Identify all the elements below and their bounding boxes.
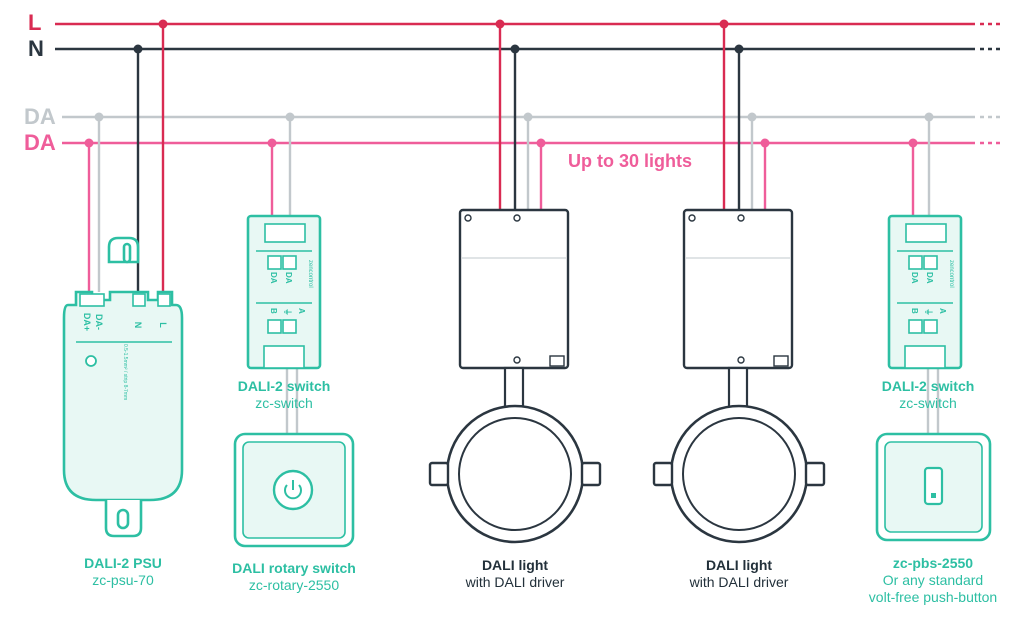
power-icon [284,484,302,500]
psu-terminal-da-minus: DA- [94,314,104,330]
switch2-port-b: B [910,308,919,314]
rotary-switch-device [233,432,355,548]
psu-subtitle: zc-psu-70 [92,572,154,588]
rotary-title: DALI rotary switch [232,560,356,576]
switch1-subtitle: zc-switch [255,395,313,411]
light2-title: DALI light [705,557,773,573]
pushbutton-subtitle: Or any standard [882,572,984,588]
pushbutton-caption: zc-pbs-2550 Or any standard volt-free pu… [869,555,997,606]
psu-terminal-da-plus: DA+ [82,313,92,331]
switch2-brand: zencontrol [948,260,954,288]
bus-lines [55,22,1004,145]
switch1-da-label-1: DA [269,272,278,284]
capacity-note: Up to 30 lights [568,151,693,171]
psu-terminal-n: N [133,322,143,329]
light2-subtitle: with DALI driver [689,574,789,590]
switch1-title: DALI-2 switch [237,378,331,394]
switch-device-2 [887,214,963,370]
rotary-subtitle: zc-rotary-2550 [248,577,340,593]
switch1-port-a: A [297,308,306,314]
bus-label-da-minus: DA [24,104,56,129]
switch1-port-b: B [269,308,278,314]
light1-subtitle: with DALI driver [465,574,565,590]
light1-title: DALI light [481,557,549,573]
push-button-device [875,432,992,542]
pushbutton-title: zc-pbs-2550 [892,555,974,571]
light1-caption: DALI light with DALI driver [466,557,565,591]
rotary-caption: DALI rotary switch zc-rotary-2550 [232,560,356,594]
device-fine-text: DA+ DA- N L 0.5-1.5mm² / strip 8-7mm zen… [82,260,954,400]
pushbutton-subtitle-2: volt-free push-button [868,589,998,605]
psu-title: DALI-2 PSU [84,555,162,571]
psu-caption: DALI-2 PSU zc-psu-70 [84,555,162,589]
switch2-port-a: A [938,308,947,314]
switch-device-1 [246,214,322,370]
switch1-brand: zencontrol [307,260,313,288]
psu-device [62,236,184,538]
dali-light-2 [652,208,826,544]
psu-fine-print: 0.5-1.5mm² / strip 8-7mm [122,344,128,400]
switch1-port-gnd: ⏚ [283,308,292,316]
bus-label-neutral: N [28,36,44,61]
switch2-port-gnd: ⏚ [924,308,933,316]
bus-label-da-plus: DA [24,130,56,155]
rocker-icon [923,466,944,506]
switch2-caption: DALI-2 switch zc-switch [882,378,975,412]
switch2-da-label-2: DA [925,272,934,284]
switch2-subtitle: zc-switch [899,395,957,411]
dali-light-1 [428,208,602,544]
light2-caption: DALI light with DALI driver [690,557,789,591]
switch1-da-label-2: DA [284,272,293,284]
psu-terminal-l: L [158,322,168,328]
switch1-caption: DALI-2 switch zc-switch [238,378,331,412]
drop-wires [87,24,940,434]
junction-dots [84,19,934,148]
bus-label-live: L [28,10,42,35]
switch2-da-label-1: DA [910,272,919,284]
switch2-title: DALI-2 switch [881,378,975,394]
